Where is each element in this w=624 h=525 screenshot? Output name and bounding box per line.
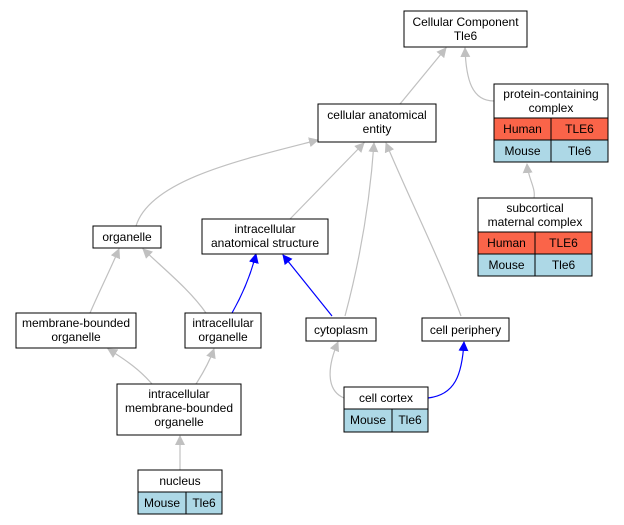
node-nucleus-label: nucleus: [159, 474, 200, 488]
nucleus-mouse-species: Mouse: [144, 496, 180, 510]
edge-cytoplasm-to-cae: [344, 142, 379, 317]
pcc-mouse-gene: Tle6: [568, 144, 592, 158]
nodes: Cellular Component Tle6 cellular anatomi…: [15, 10, 609, 515]
node-intracellular-anatomical-structure-label-1: intracellular: [234, 222, 295, 236]
edge-cae-to-root: [399, 47, 447, 105]
node-cytoplasm-label: cytoplasm: [314, 323, 368, 337]
edge-imbo-to-mbo: [107, 348, 153, 385]
nucleus-mouse-gene-cell: [185, 491, 223, 515]
edge-imbo-to-io: [195, 348, 216, 385]
edge-ias-to-cae: [289, 142, 365, 220]
node-intracellular-organelle[interactable]: intracellular organelle: [184, 312, 262, 349]
node-imbo-label-3: organelle: [154, 415, 204, 429]
edge-cortex-to-periphery[interactable]: [427, 341, 469, 399]
node-intracellular-organelle-box: [184, 312, 262, 349]
node-cellular-component[interactable]: Cellular Component Tle6: [403, 10, 528, 48]
node-cellular-anatomical-entity-box: [317, 103, 437, 143]
node-intracellular-anatomical-structure-box: [201, 218, 329, 255]
node-cellular-anatomical-entity[interactable]: cellular anatomical entity: [317, 103, 437, 143]
node-subcortical-maternal-complex-label-1: subcortical: [506, 201, 563, 215]
edge-cortex-to-cytoplasm: [329, 341, 345, 399]
edge-cytoplasm-to-ias[interactable]: [282, 254, 333, 317]
node-subcortical-maternal-complex-label-2: maternal complex: [488, 215, 583, 229]
edge-organelle-to-cae: [135, 137, 319, 227]
edge-mbo-to-organelle: [89, 248, 121, 314]
edge-pcc-to-root: [460, 47, 495, 102]
node-membrane-bounded-organelle-label-1: membrane-bounded: [22, 316, 130, 330]
nucleus-mouse-gene: Tle6: [192, 496, 216, 510]
node-cytoplasm[interactable]: cytoplasm: [305, 317, 377, 342]
node-subcortical-maternal-complex[interactable]: subcortical maternal complex Human TLE6 …: [477, 197, 593, 277]
node-intracellular-anatomical-structure-label-2: anatomical structure: [211, 236, 319, 250]
edge-periphery-to-cae: [384, 142, 462, 317]
edge-scmc-to-pcc: [522, 163, 535, 199]
node-membrane-bounded-organelle-label-2: organelle: [51, 330, 101, 344]
node-cellular-anatomical-entity-label-2: entity: [363, 122, 392, 136]
node-cytoplasm-box: [305, 317, 377, 342]
node-intracellular-membrane-bounded-organelle-box: [116, 383, 242, 436]
node-membrane-bounded-organelle[interactable]: membrane-bounded organelle: [15, 312, 137, 349]
edges: [89, 47, 535, 470]
scmc-human-species: Human: [487, 236, 526, 250]
node-cell-periphery[interactable]: cell periphery: [421, 317, 510, 342]
node-cell-periphery-box: [421, 317, 510, 342]
node-cell-cortex-label: cell cortex: [359, 391, 413, 405]
pcc-human-species: Human: [503, 122, 542, 136]
pcc-mouse-species: Mouse: [504, 144, 540, 158]
node-nucleus[interactable]: nucleus Mouse Tle6: [137, 469, 223, 515]
node-cellular-component-subtitle: Tle6: [454, 29, 478, 43]
scmc-mouse-gene: Tle6: [552, 258, 576, 272]
node-imbo-label-1: intracellular: [148, 387, 209, 401]
node-cellular-component-title: Cellular Component: [412, 15, 519, 29]
node-intracellular-anatomical-structure[interactable]: intracellular anatomical structure: [201, 218, 329, 255]
pcc-human-gene: TLE6: [565, 122, 594, 136]
node-protein-containing-complex-label-2: complex: [529, 101, 574, 115]
edge-io-to-ias[interactable]: [231, 253, 259, 314]
cortex-mouse-species: Mouse: [350, 413, 386, 427]
edge-io-to-organelle: [142, 248, 207, 314]
node-organelle[interactable]: organelle: [92, 225, 162, 249]
scmc-human-gene: TLE6: [549, 236, 578, 250]
node-intracellular-organelle-label-1: intracellular: [192, 316, 253, 330]
cortex-mouse-gene-cell: [391, 408, 429, 433]
node-cell-periphery-label: cell periphery: [430, 323, 501, 337]
node-organelle-box: [92, 225, 162, 249]
node-membrane-bounded-organelle-box: [15, 312, 137, 349]
node-intracellular-membrane-bounded-organelle[interactable]: intracellular membrane-bounded organelle: [116, 383, 242, 436]
node-cellular-component-box: [403, 10, 528, 48]
scmc-mouse-gene-cell: [534, 253, 593, 277]
pcc-mouse-gene-cell: [550, 139, 609, 163]
node-cellular-anatomical-entity-label-1: cellular anatomical: [327, 108, 426, 122]
node-protein-containing-complex-label-1: protein-containing: [503, 87, 598, 101]
node-imbo-label-2: membrane-bounded: [125, 401, 233, 415]
node-protein-containing-complex[interactable]: protein-containing complex Human TLE6 Mo…: [493, 83, 609, 163]
cortex-mouse-gene: Tle6: [398, 413, 422, 427]
node-organelle-label: organelle: [102, 230, 152, 244]
node-intracellular-organelle-label-2: organelle: [198, 330, 248, 344]
node-cell-cortex[interactable]: cell cortex Mouse Tle6: [343, 386, 429, 433]
scmc-mouse-species: Mouse: [488, 258, 524, 272]
